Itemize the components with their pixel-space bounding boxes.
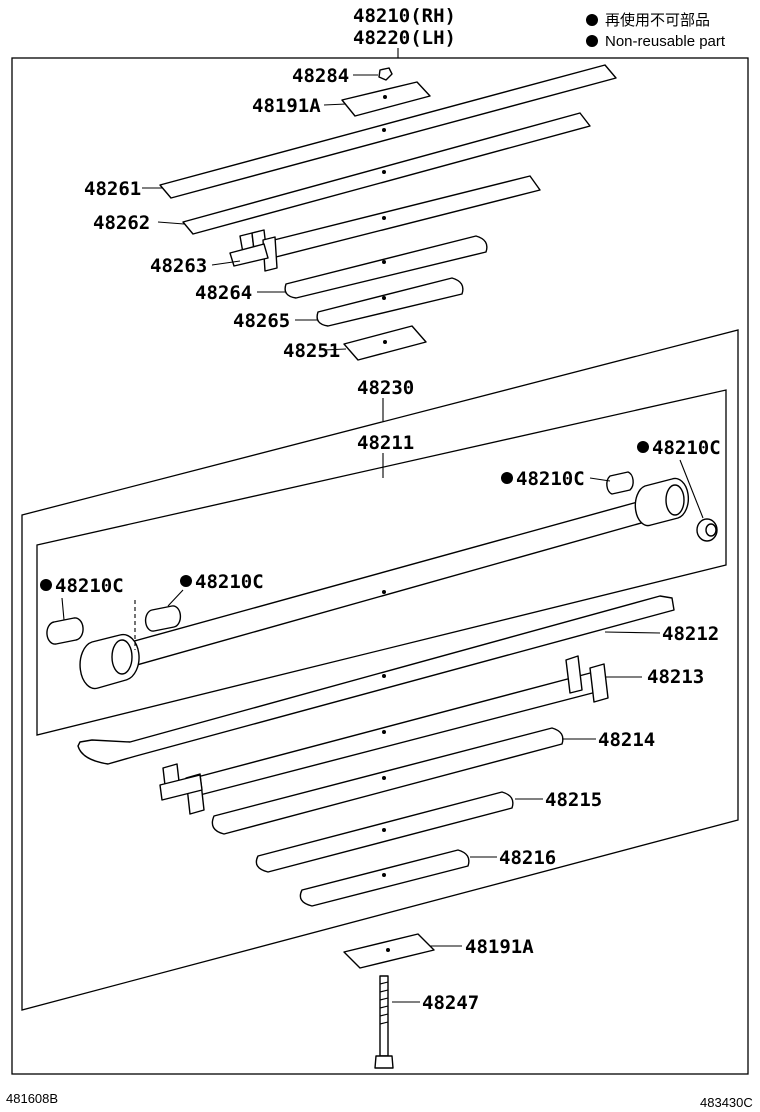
bushing-icon (144, 605, 182, 632)
label-48263: 48263 (150, 255, 207, 277)
leader-48191a-top (323, 103, 347, 106)
nut-48284 (378, 67, 393, 81)
label-bushing-1: 48210C (652, 437, 721, 459)
leader-48212 (604, 631, 661, 634)
footer-left-code: 481608B (6, 1091, 58, 1106)
leaf-48262 (182, 112, 591, 235)
label-48247: 48247 (422, 992, 479, 1014)
bushing-icon (46, 617, 84, 645)
label-48261: 48261 (84, 178, 141, 200)
leaf-48212 (77, 595, 675, 765)
legend-dot-icon (586, 14, 598, 26)
clip-48213-base (159, 774, 203, 801)
label-48211: 48211 (357, 432, 414, 454)
bolt-thread (379, 989, 389, 993)
non-reusable-dot-icon (40, 579, 52, 591)
clip-48263-base (229, 243, 269, 267)
non-reusable-dot-icon (637, 441, 649, 453)
bolt-thread (379, 1013, 389, 1017)
leader-bushing-1 (679, 459, 704, 519)
label-48191a-top: 48191A (252, 95, 321, 117)
bushing-bore (705, 523, 717, 537)
legend-dot-icon (586, 35, 598, 47)
leaf-hole (382, 674, 386, 678)
label-48230: 48230 (357, 377, 414, 399)
assembly-lh-label: 48220(LH) (353, 27, 456, 49)
pad-hole (383, 95, 387, 99)
leader-bushing-3 (61, 597, 65, 621)
label-48216: 48216 (499, 847, 556, 869)
outer-frame (11, 57, 749, 1075)
leaf-48216 (299, 849, 470, 907)
leaf-48214 (211, 727, 564, 835)
leaf-hole (382, 730, 386, 734)
pad-48191a-top (341, 81, 431, 117)
leaf-hole (382, 170, 386, 174)
leaf-hole (382, 828, 386, 832)
leader-48251 (323, 348, 347, 351)
assembly-rh-label: 48210(RH) (353, 5, 456, 27)
label-48215: 48215 (545, 789, 602, 811)
label-48284: 48284 (292, 65, 349, 87)
pad-hole (386, 948, 390, 952)
label-bushing-2: 48210C (516, 468, 585, 490)
leaf-hole (382, 873, 386, 877)
center-bolt-head (374, 1055, 394, 1069)
non-reusable-dot-icon (180, 575, 192, 587)
bolt-thread (379, 997, 389, 1001)
main-leaf-frame (36, 389, 727, 736)
leaf-48261 (159, 64, 617, 199)
clip-48213-right (565, 655, 583, 694)
label-48213: 48213 (647, 666, 704, 688)
legend-jp: 再使用不可部品 (605, 12, 710, 29)
label-48214: 48214 (598, 729, 655, 751)
leaf-hole (382, 296, 386, 300)
leader-48262 (157, 221, 185, 225)
leaf-eye-right-end (665, 484, 685, 516)
bolt-thread (379, 1005, 389, 1009)
leader-bushing-4 (167, 589, 184, 607)
clip-48213-right (589, 663, 609, 703)
leader-48263 (211, 260, 241, 266)
leaf-hole (382, 776, 386, 780)
label-48262: 48262 (93, 212, 150, 234)
label-48265: 48265 (233, 310, 290, 332)
clip-48263 (262, 236, 278, 272)
leaf-hole (382, 128, 386, 132)
label-bushing-4: 48210C (195, 571, 264, 593)
spring-assembly-frame (21, 329, 739, 1011)
leaf-hole (382, 260, 386, 264)
leaf-48265 (316, 277, 464, 327)
non-reusable-dot-icon (501, 472, 513, 484)
label-48264: 48264 (195, 282, 252, 304)
leaf-hole (382, 216, 386, 220)
leaf-48215 (255, 791, 514, 873)
bushing-icon (606, 471, 634, 495)
bolt-thread (379, 1021, 389, 1025)
leaf-hole (382, 590, 386, 594)
label-48251: 48251 (283, 340, 340, 362)
legend-en: Non-reusable part (605, 33, 726, 50)
label-48212: 48212 (662, 623, 719, 645)
leaf-48264 (284, 235, 488, 299)
leaf-eye-left-end (111, 639, 133, 675)
label-48191a-bottom: 48191A (465, 936, 534, 958)
bolt-thread (379, 981, 389, 985)
label-bushing-3: 48210C (55, 575, 124, 597)
footer-right-code: 483430C (700, 1095, 753, 1110)
leader-bushing-2 (589, 477, 611, 482)
pad-hole (383, 340, 387, 344)
